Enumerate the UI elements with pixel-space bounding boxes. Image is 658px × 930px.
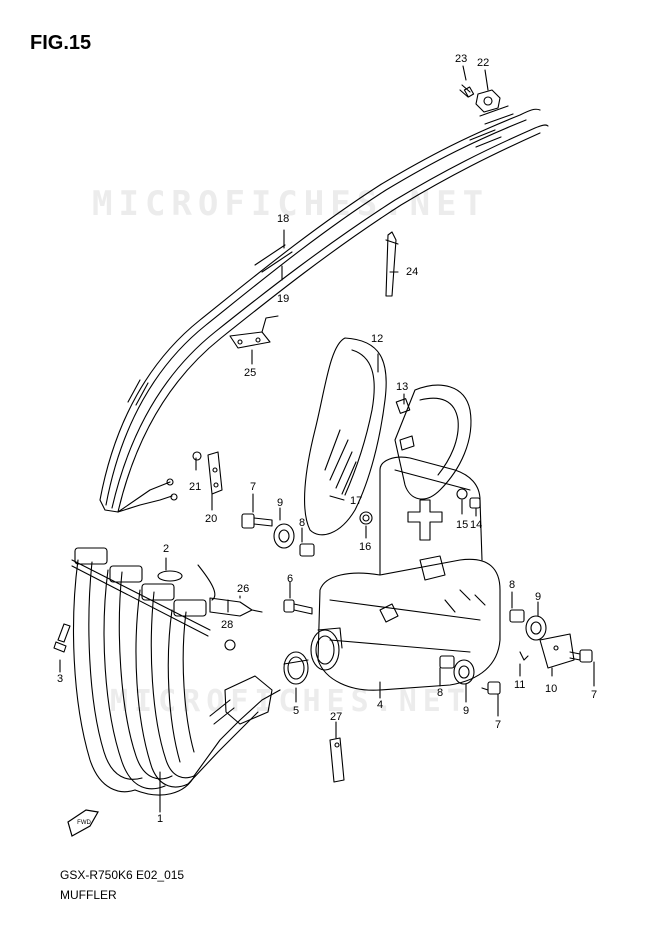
figure-title: FIG.15 [30,32,92,54]
callout-7-upper: 7 [250,481,256,493]
callout-27: 27 [330,711,342,723]
callout-6: 6 [287,573,293,585]
callout-9-lower: 9 [463,705,469,717]
watermark-top: MICROFICHES.NET [92,184,490,224]
callout-18: 18 [277,213,289,225]
callout-25: 25 [244,367,256,379]
cable-19 [111,124,549,513]
callout-8-right: 8 [509,579,515,591]
callout-23: 23 [455,53,467,65]
callout-5: 5 [293,705,299,717]
callout-11: 11 [514,679,525,691]
callout-8-lower: 8 [437,687,443,699]
callout-16: 16 [359,541,371,553]
callout-15: 15 [456,519,468,531]
callout-19: 19 [277,293,289,305]
part-group-name: MUFFLER [60,888,117,902]
callout-13: 13 [396,381,408,393]
callout-7-lower: 7 [495,719,501,731]
callout-22: 22 [477,57,489,69]
callout-28: 28 [221,619,233,631]
callout-26: 26 [237,583,249,595]
fwd-badge-label: FWD [77,820,91,826]
callout-2: 2 [163,543,169,555]
callout-7-right: 7 [591,689,597,701]
callout-3: 3 [57,673,63,685]
callout-8-upper: 8 [299,517,305,529]
callout-20: 20 [205,513,217,525]
callout-1: 1 [157,813,163,825]
callout-21: 21 [189,481,201,493]
callout-24: 24 [406,266,418,278]
callout-9-right: 9 [535,591,541,603]
callout-9-upper: 9 [277,497,283,509]
callout-10: 10 [545,683,557,695]
callout-14: 14 [470,519,482,531]
callout-17: 17 [350,495,362,507]
fwd-arrow-icon: FWD [67,809,99,837]
model-code: GSX-R750K6 E02_015 [60,868,185,882]
cable-18 [99,108,541,506]
callout-4: 4 [377,699,383,711]
callout-12: 12 [371,333,383,345]
